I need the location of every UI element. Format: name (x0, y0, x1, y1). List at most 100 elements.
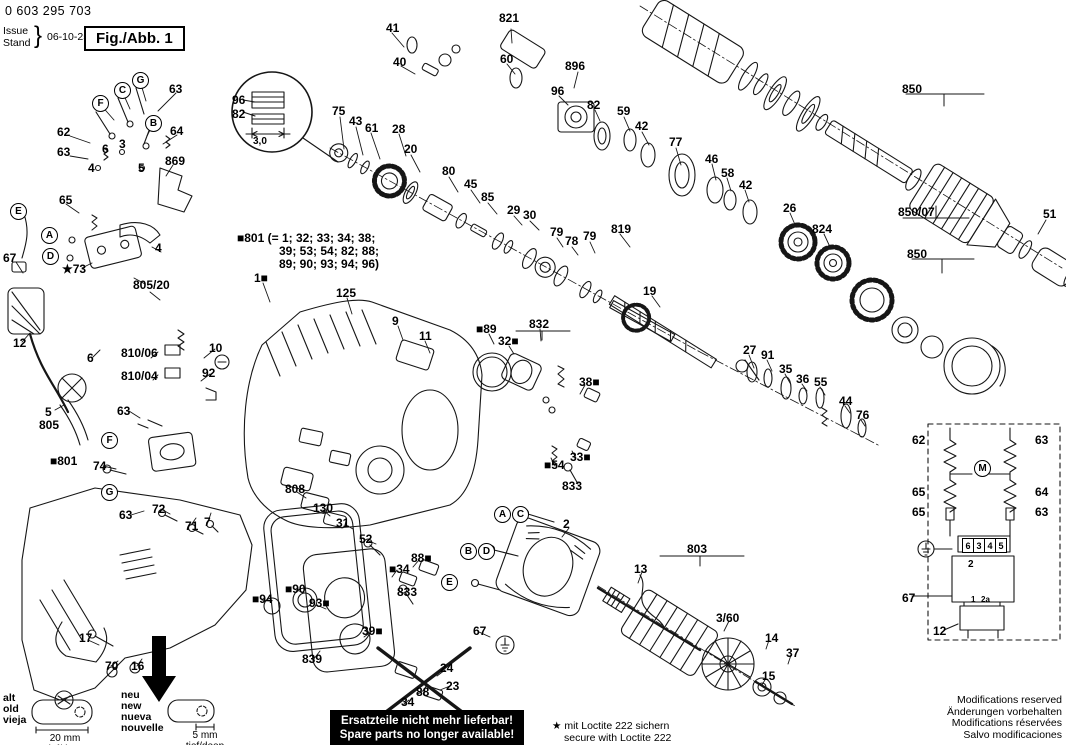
part-callout-63: 63 (117, 404, 131, 418)
text-line: vieja (3, 714, 27, 726)
part-callout-833: 833 (562, 479, 583, 493)
part-callout-51: 51 (1043, 207, 1057, 221)
issue-label: Issue (3, 25, 29, 37)
part-callout-805: 805 (39, 418, 60, 432)
text-line: Modifications réservées (951, 717, 1062, 729)
part-callout-43: 43 (349, 114, 363, 128)
part-callout-20: 20 (404, 142, 418, 156)
legend-old-depth: 20 mm tief/deep (40, 733, 90, 745)
text-line: 39; 53; 54; 82; 88; (279, 244, 380, 258)
letter-callout-E: E (10, 203, 27, 220)
part-number: 0 603 295 703 (5, 4, 92, 18)
text-line: alt (3, 692, 16, 704)
warning-line-en: Spare parts no longer available! (339, 728, 515, 741)
part-callout-77: 77 (669, 135, 683, 149)
part-callout-96: 96 (551, 84, 565, 98)
armature (596, 574, 794, 706)
letter-callout-G: G (101, 484, 118, 501)
part-callout-40: 40 (393, 55, 407, 69)
part-callout-2: 2 (563, 517, 570, 531)
letter-callout-B: B (460, 543, 477, 560)
part-callout-810/06: 810/06 (121, 346, 158, 360)
part-callout-12: 12 (13, 336, 27, 350)
part-callout-9: 9 (392, 314, 399, 328)
part-callout-808: 808 (285, 482, 306, 496)
part-callout-63: 63 (57, 145, 71, 159)
part-callout-38: 38■ (579, 375, 600, 389)
part-callout-832: 832 (529, 317, 550, 331)
part-callout-15: 15 (762, 669, 776, 683)
part-callout-14: 14 (765, 631, 779, 645)
part-callout-89: ■89 (476, 322, 497, 336)
striker-parts (406, 29, 758, 225)
part-callout-130: 130 (313, 501, 334, 515)
gaskets (263, 466, 440, 673)
text-line: old (3, 703, 19, 715)
part-callout-5: 5 (45, 405, 52, 419)
part-callout-34: 34 (401, 695, 415, 709)
part-callout-67: 67 (3, 251, 17, 265)
part-callout-67: 67 (902, 591, 916, 605)
part-callout-59: 59 (617, 104, 631, 118)
part-callout-850: 850 (902, 82, 923, 96)
note-801: ■801 (= 1; 32; 33; 34; 38;39; 53; 54; 82… (237, 232, 379, 271)
part-callout-34: ■34 (389, 562, 410, 576)
part-callout-60: 60 (500, 52, 514, 66)
magnifier-inset (231, 71, 339, 163)
text-line: ■801 (= 1; 32; 33; 34; 38; (237, 231, 376, 245)
part-callout-73: ★73 (62, 262, 87, 276)
text-line: neu (121, 689, 140, 701)
part-callout-72: 72 (152, 502, 166, 516)
part-callout-33: 33■ (570, 450, 591, 464)
part-callout-26: 26 (783, 201, 797, 215)
part-callout-30: 3,0 (253, 136, 267, 147)
letter-callout-C: C (114, 82, 131, 99)
part-callout-4: 4 (88, 161, 95, 175)
part-callout-7: 7 (204, 515, 211, 529)
obsolete-parts (376, 646, 472, 720)
part-callout-91: 91 (761, 348, 775, 362)
part-callout-88: 88 (416, 685, 430, 699)
centerline (329, 5, 1063, 707)
part-callout-42: 42 (635, 119, 649, 133)
text-line: 89; 90; 93; 94; 96) (279, 257, 380, 271)
part-callout-79: 79 (550, 225, 564, 239)
part-callout-67: 67 (473, 624, 487, 638)
part-callout-63: 63 (119, 508, 133, 522)
part-callout-3/60: 3/60 (716, 611, 740, 625)
part-callout-37: 37 (786, 646, 800, 660)
part-callout-55: 55 (814, 375, 828, 389)
letter-callout-C: C (512, 506, 529, 523)
part-callout-42: 42 (739, 178, 753, 192)
part-callout-93: 93■ (309, 596, 330, 610)
handle-housing (21, 487, 253, 701)
warning-line-de: Ersatzteile nicht mehr lieferbar! (341, 714, 513, 727)
part-callout-78: 78 (565, 234, 579, 248)
part-callout-5: 5 (138, 161, 145, 175)
leader-lines (15, 28, 1047, 705)
part-callout-2: 2 (968, 559, 974, 570)
part-callout-6: 6 (102, 142, 109, 156)
part-callout-65: 65 (59, 193, 73, 207)
part-callout-839: 839 (302, 652, 323, 666)
part-callout-70: 70 (105, 659, 119, 673)
part-callout-1: 1■ (254, 271, 268, 285)
legend-old-depth-value: 20 mm (49, 733, 81, 744)
part-callout-80: 80 (442, 164, 456, 178)
part-callout-32: 32■ (498, 334, 519, 348)
part-callout-35: 35 (779, 362, 793, 376)
part-callout-850: 850 (907, 247, 928, 261)
hammer-assembly (641, 0, 1066, 287)
part-callout-824: 824 (812, 222, 833, 236)
figure-label: Fig./Abb. 1 (84, 26, 185, 51)
part-callout-896: 896 (565, 59, 586, 73)
part-callout-61: 61 (365, 121, 379, 135)
field-coil (495, 517, 601, 617)
brush-and-switch (102, 329, 230, 535)
letter-callout-G: G (132, 72, 149, 89)
part-callout-833: 833 (397, 585, 418, 599)
